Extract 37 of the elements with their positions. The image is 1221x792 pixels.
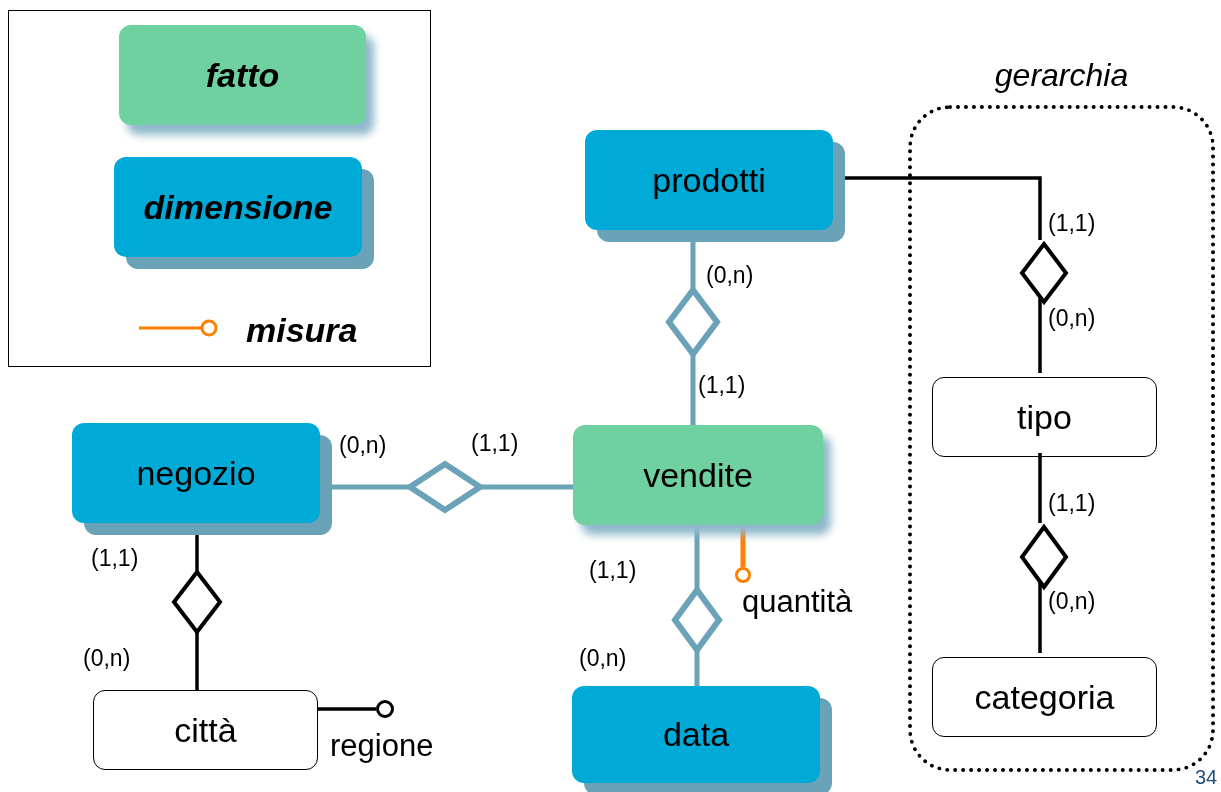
entity-box: categoria — [932, 657, 1157, 737]
connector-line — [318, 707, 376, 711]
legend-text: misura — [246, 311, 358, 350]
connector-line — [694, 650, 700, 686]
connector-line — [480, 484, 573, 490]
attribute-circle — [376, 700, 394, 718]
cardinality-label: (0,n) — [705, 262, 755, 288]
cardinality-label: (1,1) — [470, 430, 520, 456]
relationship-diamond — [1022, 244, 1066, 302]
entity-box: tipo — [932, 377, 1157, 457]
connector-line — [740, 525, 746, 567]
connector-line — [1038, 298, 1042, 373]
connector-line — [195, 632, 199, 690]
legend-text: dimensione — [143, 187, 333, 227]
page-number: 34 — [1195, 766, 1218, 789]
cardinality-label: (0,n) — [1047, 305, 1097, 331]
cardinality-label: (1,1) — [90, 545, 140, 571]
connector-line — [690, 354, 696, 425]
cardinality-label: (0,n) — [1047, 588, 1097, 614]
fact-box: vendite — [573, 425, 823, 525]
cardinality-label: (1,1) — [697, 372, 747, 398]
attribute-label: regione — [330, 728, 434, 764]
connector-line — [694, 525, 700, 590]
cardinality-label: (0,n) — [578, 645, 628, 671]
legend-text: fatto — [205, 55, 280, 95]
cardinality-label: (0,n) — [338, 432, 388, 458]
relationship-diamond — [174, 572, 220, 632]
cardinality-label: (0,n) — [82, 645, 132, 671]
attribute-circle — [735, 567, 751, 583]
entity-box: città — [93, 690, 318, 770]
cardinality-label: (1,1) — [1047, 490, 1097, 516]
cardinality-label: (1,1) — [1047, 210, 1097, 236]
cardinality-label: (1,1) — [588, 557, 638, 583]
frame-title: gerarchia — [993, 57, 1130, 94]
connector-line — [1038, 583, 1042, 653]
connector-line — [1038, 453, 1042, 523]
attribute-label: quantità — [742, 584, 853, 620]
